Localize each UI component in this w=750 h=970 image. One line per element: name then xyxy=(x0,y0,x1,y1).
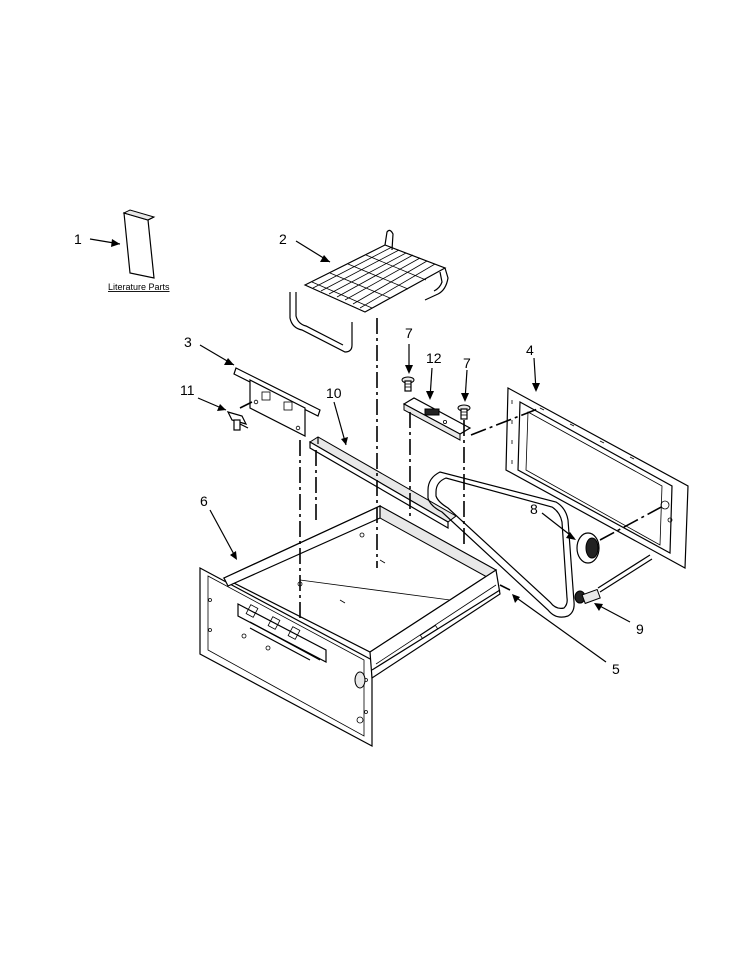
callout-1: 1 xyxy=(74,231,82,247)
leader-lines xyxy=(89,238,631,663)
callout-9: 9 xyxy=(636,621,644,637)
part-clip xyxy=(226,411,249,431)
part-rear-panel xyxy=(505,387,689,569)
part-drawer-body xyxy=(199,505,501,748)
callout-labels: 1 2 3 4 5 6 7 7 8 9 10 11 12 xyxy=(74,231,644,677)
part-screw-left xyxy=(401,376,415,392)
callout-2: 2 xyxy=(279,231,287,247)
part-door-gasket xyxy=(427,471,575,618)
callout-8: 8 xyxy=(530,501,538,517)
callout-7-right: 7 xyxy=(463,355,471,371)
part-sensor-probe xyxy=(574,554,653,605)
callout-11: 11 xyxy=(180,382,195,398)
literature-parts-label: Literature Parts xyxy=(108,282,170,292)
part-top-bracket xyxy=(402,397,472,441)
assembly-lines xyxy=(239,318,666,620)
callout-6: 6 xyxy=(200,493,208,509)
callout-7-left: 7 xyxy=(405,325,413,341)
callout-3: 3 xyxy=(184,334,192,350)
part-knob xyxy=(576,532,600,564)
callout-10: 10 xyxy=(326,385,342,401)
callout-12: 12 xyxy=(426,350,442,366)
part-literature-booklet xyxy=(122,209,156,279)
part-wire-rack xyxy=(289,229,449,353)
part-trim-strip xyxy=(309,436,457,530)
callout-5: 5 xyxy=(612,661,620,677)
part-screw-right xyxy=(457,404,471,420)
callout-4: 4 xyxy=(526,342,534,358)
part-bracket-plate xyxy=(233,367,321,437)
